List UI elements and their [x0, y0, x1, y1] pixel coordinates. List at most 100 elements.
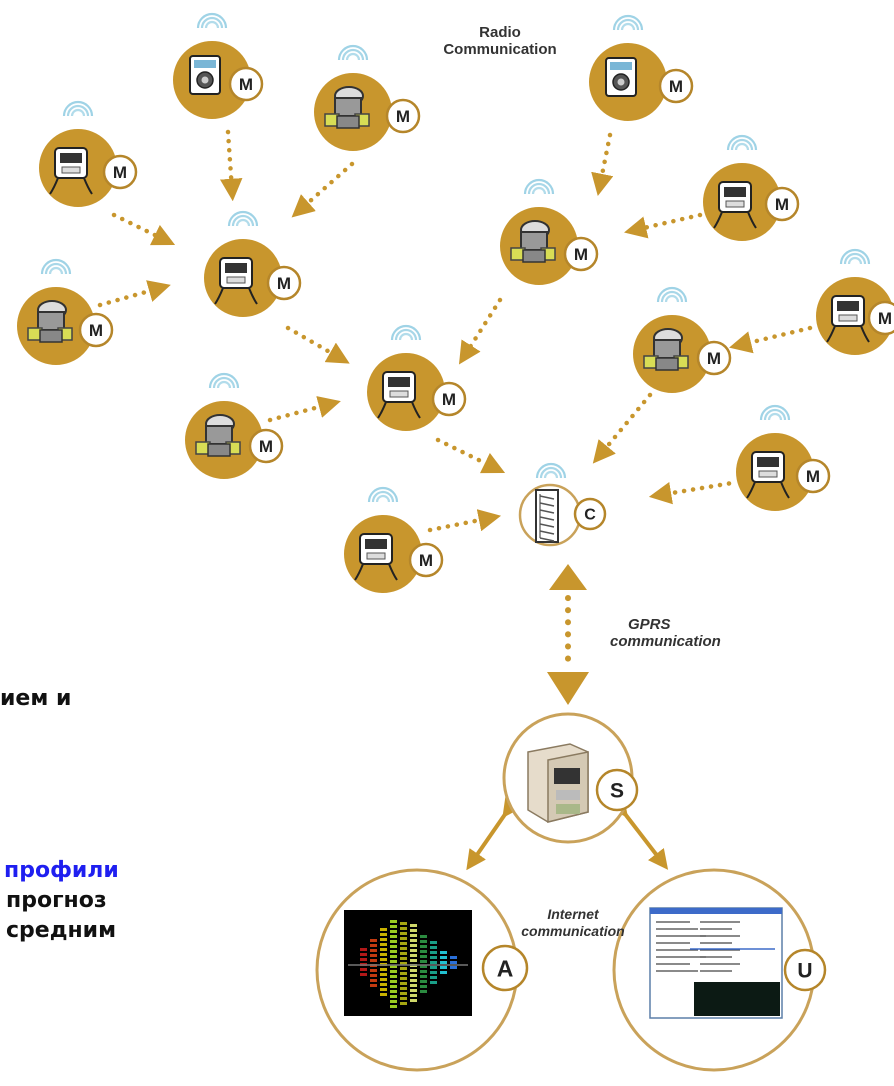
wifi-icon	[40, 258, 72, 275]
radio-link-arrow	[648, 479, 741, 505]
meter-node: M	[734, 404, 831, 513]
water-meter-icon	[643, 328, 689, 371]
radio-link-arrow	[729, 325, 813, 354]
meter-badge: M	[248, 428, 284, 464]
left-text-line3: прогноз	[6, 888, 107, 913]
radio-label-line2: Communication	[443, 41, 557, 58]
meter-node: M	[183, 372, 284, 481]
gprs-label-line2: communication	[610, 633, 721, 650]
wifi-icon	[656, 286, 688, 303]
meter-badge: M	[658, 68, 694, 104]
meter-node: M	[171, 12, 264, 121]
internet-label-line2: communication	[521, 923, 625, 939]
electric-meter-icon	[377, 371, 421, 419]
node-letter: S	[610, 780, 624, 803]
wifi-icon	[523, 178, 555, 195]
wifi-icon	[612, 14, 644, 31]
backhaul-links	[466, 564, 669, 871]
node-letter: M	[89, 321, 103, 340]
node-letter: M	[113, 163, 127, 182]
wifi-icon	[337, 44, 369, 61]
meter-node: M	[342, 486, 444, 595]
meter-node: M	[37, 100, 138, 209]
radio-communication-label: Radio Communication	[425, 24, 575, 58]
node-letter: M	[574, 245, 588, 264]
node-letter: M	[239, 75, 253, 94]
internet-link-analytics	[466, 796, 522, 871]
meter-node: M	[631, 286, 732, 395]
meter-node: M	[202, 210, 302, 319]
user-badge: U	[783, 948, 827, 992]
analytics-node: A	[315, 868, 529, 1072]
node-letter: U	[797, 960, 812, 983]
radio-link-arrow	[592, 392, 653, 464]
left-text-line2: профили	[4, 858, 119, 883]
wifi-icon	[196, 12, 228, 29]
radio-link-arrow	[285, 325, 350, 364]
wifi-icon	[62, 100, 94, 117]
node-letter: A	[497, 955, 514, 981]
electric-meter-icon	[746, 451, 790, 499]
meter-node: M	[498, 178, 599, 287]
radio-link-arrow	[427, 509, 502, 533]
server-node: S	[502, 712, 639, 844]
electric-meter-icon	[49, 147, 93, 195]
radio-link-arrow	[591, 132, 614, 197]
meter-node: M	[587, 14, 694, 123]
water-meter-icon	[27, 300, 73, 343]
node-letter: M	[878, 309, 892, 328]
meter-badge: M	[696, 340, 732, 376]
left-text-line1: ием и	[0, 686, 72, 711]
user-node: U	[612, 868, 827, 1072]
gprs-arrow-up	[549, 564, 587, 590]
meter-badge: M	[102, 154, 138, 190]
meter-node: M	[15, 258, 114, 367]
camera-meter-icon	[605, 57, 637, 97]
meter-badge: M	[408, 542, 444, 578]
gprs-arrow-down	[547, 672, 589, 705]
analytics-badge: A	[481, 944, 529, 992]
water-meter-icon	[510, 220, 556, 263]
radio-links	[97, 129, 813, 533]
wifi-icon	[759, 404, 791, 421]
hub-nodes: C S A U	[315, 462, 827, 1072]
node-letter: M	[442, 390, 456, 409]
node-letter: M	[669, 77, 683, 96]
camera-meter-icon	[189, 55, 221, 95]
wifi-icon	[726, 134, 758, 151]
internet-communication-label: Internet communication	[508, 906, 638, 940]
meter-badge: M	[563, 236, 599, 272]
radio-link-arrow	[97, 280, 171, 308]
water-meter-icon	[324, 86, 370, 129]
wifi-icon	[227, 210, 259, 227]
node-letter: M	[396, 107, 410, 126]
server-badge: S	[595, 768, 639, 812]
node-letter: M	[806, 467, 820, 486]
radio-link-arrow	[435, 437, 506, 474]
meter-node: M	[312, 44, 421, 153]
wifi-icon	[839, 248, 871, 265]
meter-node: M	[814, 248, 894, 357]
radio-link-arrow	[458, 297, 503, 365]
gprs-label-line1: GPRS	[628, 616, 671, 633]
left-text-line4: средним	[6, 918, 117, 943]
meter-badge: M	[764, 186, 800, 222]
meter-badge: M	[385, 98, 421, 134]
water-meter-icon	[195, 414, 241, 457]
node-letter: C	[584, 507, 596, 524]
server-cabinet-icon	[527, 743, 589, 823]
concentrator-icon	[535, 489, 559, 543]
node-letter: M	[259, 437, 273, 456]
meter-badge: M	[266, 265, 302, 301]
user-screen-icon	[649, 907, 783, 1019]
meter-nodes: M M M M M M M M M M M M M M	[15, 12, 894, 595]
electric-meter-icon	[214, 257, 258, 305]
gprs-communication-label: GPRS communication	[610, 616, 760, 650]
electric-meter-icon	[826, 295, 870, 343]
electric-meter-icon	[713, 181, 757, 229]
meter-badge: M	[228, 66, 264, 102]
concentrator-badge: C	[573, 497, 607, 531]
meter-badge: M	[795, 458, 831, 494]
wifi-icon	[367, 486, 399, 503]
meter-badge: M	[431, 381, 467, 417]
